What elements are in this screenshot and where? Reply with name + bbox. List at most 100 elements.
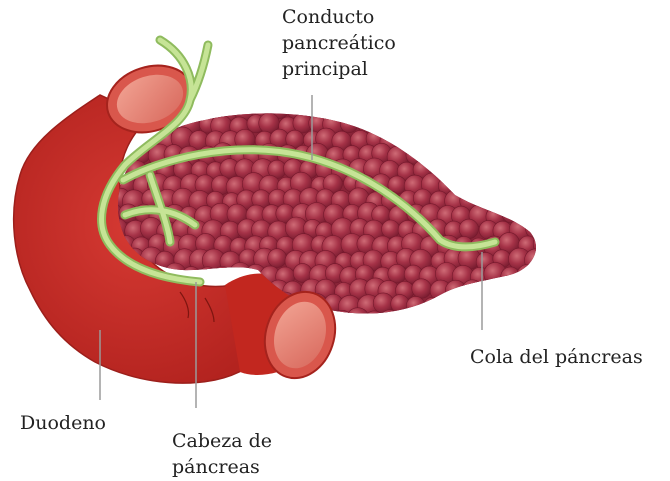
pancreas-lobule — [371, 115, 391, 135]
pancreas-lobule — [444, 99, 466, 121]
pancreas-lobule — [476, 158, 496, 178]
label-duodenum: Duodeno — [20, 410, 106, 436]
pancreas-lobule — [491, 100, 513, 122]
pancreas-lobule — [382, 220, 400, 238]
pancreas-lobule — [493, 310, 513, 330]
pancreas-lobule — [532, 116, 553, 137]
pancreas-lobule — [544, 190, 562, 208]
pancreas-lobule — [364, 99, 386, 121]
pancreas-lobule — [347, 308, 370, 331]
pancreas-lobule — [404, 113, 427, 136]
pancreas-lobule — [509, 308, 529, 328]
pancreas-lobule — [470, 146, 488, 164]
label-line: pancreático — [282, 30, 396, 56]
pancreas-lobule — [517, 265, 538, 286]
pancreas-lobule — [420, 143, 440, 163]
pancreas-lobule — [461, 100, 480, 119]
pancreas-lobule — [331, 102, 350, 121]
label-pancreas-head: Cabeza de páncreas — [172, 428, 272, 480]
pancreas-lobule — [483, 145, 503, 165]
pancreas-lobule — [382, 99, 401, 118]
pancreas-lobule — [380, 310, 399, 329]
pancreas-lobule — [540, 217, 562, 239]
pancreas-lobule — [502, 115, 522, 135]
pancreas-lobule — [495, 160, 513, 178]
pancreas-lobule — [435, 112, 457, 134]
pancreas-lobule — [394, 309, 415, 330]
pancreas-lobule — [539, 99, 559, 119]
pancreas-lobule — [446, 158, 466, 178]
pancreas-lobule — [268, 249, 287, 268]
label-main-pancreatic-duct: Conducto pancreático principal — [282, 4, 396, 82]
pancreas-lobule — [424, 297, 442, 315]
pancreas-lobule — [538, 249, 560, 271]
pancreas-lobule — [518, 174, 538, 194]
pancreas-lobule — [445, 280, 466, 301]
pancreas-lobule — [501, 267, 521, 287]
pancreas-lobule — [430, 99, 450, 119]
pancreas-lobule — [507, 130, 526, 149]
pancreas-lobule — [508, 159, 529, 180]
pancreas-lobule — [412, 279, 431, 298]
pancreas-lobule — [502, 203, 522, 223]
pancreas-lobule — [476, 102, 495, 121]
pancreas-lobule — [206, 101, 225, 120]
pancreas-lobule — [462, 128, 482, 148]
pancreas-lobule — [340, 115, 358, 133]
label-line: páncreas — [172, 454, 272, 480]
pancreas-lobule — [490, 130, 512, 152]
pancreas-lobule — [395, 129, 415, 149]
label-pancreas-tail: Cola del páncreas — [470, 344, 643, 370]
label-line: Duodeno — [20, 410, 106, 436]
pancreas-lobule — [318, 100, 338, 120]
pancreas-lobule — [487, 177, 506, 196]
pancreas-lobule — [455, 294, 473, 312]
pancreas-lobule — [411, 129, 432, 150]
pancreas-lobule — [524, 280, 542, 298]
pancreas-lobule — [445, 129, 466, 150]
pancreas-lobule — [509, 101, 531, 123]
pancreas-lobule — [534, 205, 553, 224]
pancreas-lobule — [461, 311, 483, 333]
pancreas-lobule — [525, 100, 546, 121]
pancreas-lobule — [388, 264, 407, 283]
pancreas-lobule — [523, 161, 543, 181]
label-line: Cola del páncreas — [470, 344, 643, 370]
pancreas-lobule — [515, 144, 535, 164]
pancreas-lobule — [540, 309, 562, 331]
pancreas-lobule — [532, 146, 554, 168]
pancreas-lobule — [500, 146, 518, 164]
pancreas-lobule — [452, 114, 471, 133]
pancreas-lobule — [514, 116, 535, 137]
pancreas-lobule — [540, 128, 561, 149]
pancreas-lobule — [523, 128, 545, 150]
pancreas-lobule — [364, 311, 384, 331]
pancreas-lobule — [351, 100, 370, 119]
pancreas-lobule — [522, 189, 545, 212]
pancreas-lobule — [484, 114, 505, 135]
pancreas-lobule — [492, 191, 514, 213]
pancreas-lobule — [533, 233, 556, 256]
pancreas-lobule — [516, 203, 538, 225]
pancreas-lobule — [469, 174, 491, 196]
pancreas-lobule — [498, 293, 521, 316]
pancreas-lobule — [542, 162, 560, 180]
pancreas-lobule — [412, 100, 433, 121]
pancreas-lobule — [429, 129, 447, 147]
pancreas-lobule — [469, 298, 487, 316]
label-line: Cabeza de — [172, 428, 272, 454]
pancreas-lobule — [444, 310, 464, 330]
pancreas-lobule — [530, 173, 553, 196]
pancreas-lobule — [517, 294, 539, 316]
pancreas-lobule — [533, 265, 554, 286]
pancreas-lobule — [406, 296, 425, 315]
pancreas-lobule — [430, 309, 450, 329]
label-line: principal — [282, 56, 396, 82]
pancreas-lobule — [413, 311, 432, 330]
pancreas-lobule — [532, 295, 552, 315]
pancreas-lobule — [467, 113, 488, 134]
pancreas-lobule — [477, 131, 495, 149]
pancreas-lobule — [397, 99, 415, 117]
pancreas-lobule — [422, 116, 441, 135]
pancreas-lobule — [506, 280, 528, 302]
